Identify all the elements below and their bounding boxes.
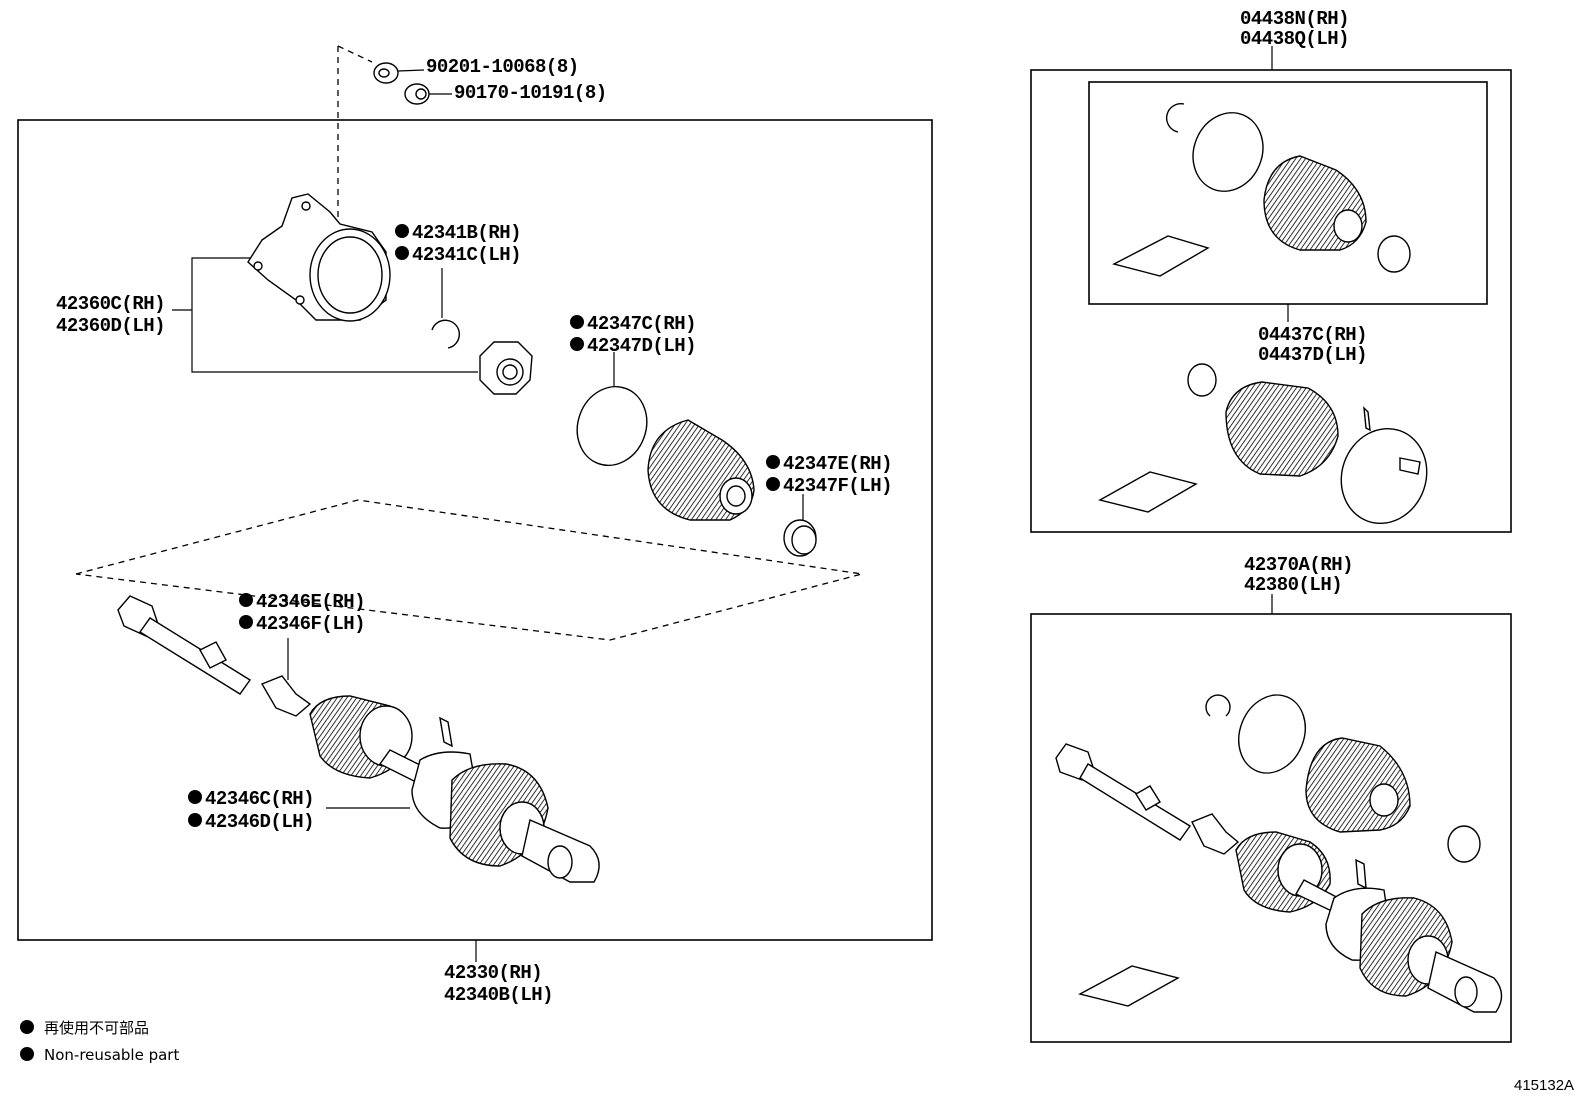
nut-90170-icon [404, 83, 430, 105]
small-clamp-icon [1447, 825, 1481, 863]
drive-shaft-assembly-icon [1055, 743, 1503, 1013]
label-90170-10191: 90170-10191(8) [454, 82, 607, 104]
drive-shaft-icon [117, 595, 600, 883]
inboard-boot-icon [647, 419, 755, 521]
label-42346f: 42346F(LH) [256, 613, 365, 635]
label-42330: 42330(RH) [444, 962, 542, 984]
outboard-boot-icon [1263, 155, 1367, 251]
non-reusable-dot [188, 813, 202, 827]
clamp-band-icon [1340, 427, 1428, 525]
label-42380: 42380(LH) [1244, 574, 1342, 596]
label-90201-10068: 90201-10068(8) [426, 56, 579, 78]
label-42347e: 42347E(RH) [783, 453, 892, 475]
tripod-joint-icon [479, 341, 533, 395]
label-42346c: 42346C(RH) [205, 788, 314, 810]
snap-ring-icon [1166, 102, 1185, 133]
legend-dot [20, 1020, 34, 1034]
grease-packet-icon [1112, 235, 1210, 277]
grease-packet-icon [1098, 471, 1198, 513]
label-42347c: 42347C(RH) [587, 313, 696, 335]
bolt-90201-icon [373, 62, 399, 84]
label-42341b: 42341B(RH) [412, 222, 521, 244]
large-clamp-ring-icon [1192, 112, 1264, 192]
non-reusable-dot [239, 593, 253, 607]
small-clamp-icon [1377, 235, 1411, 273]
outboard-boot-icon [1305, 737, 1411, 833]
inboard-boot-icon [1225, 381, 1339, 477]
non-reusable-dot [570, 337, 584, 351]
legend-dot [20, 1047, 34, 1061]
snap-ring-icon [1205, 694, 1231, 717]
non-reusable-dot [766, 477, 780, 491]
label-42347f: 42347F(LH) [783, 475, 892, 497]
label-42347d: 42347D(LH) [587, 335, 696, 357]
main-assembly-frame [17, 119, 933, 941]
label-42360d: 42360D(LH) [56, 315, 165, 337]
label-04438n: 04438N(RH) [1240, 8, 1349, 30]
non-reusable-dot [188, 790, 202, 804]
label-42346e: 42346E(RH) [256, 591, 365, 613]
label-04438q: 04438Q(LH) [1240, 28, 1349, 50]
label-04437c: 04437C(RH) [1258, 324, 1367, 346]
grease-packet-icon [1078, 965, 1180, 1007]
large-clamp-ring-icon [576, 385, 648, 467]
non-reusable-dot [395, 246, 409, 260]
non-reusable-dot [239, 615, 253, 629]
label-04437d: 04437D(LH) [1258, 344, 1367, 366]
legend-en: Non-reusable part [44, 1046, 179, 1064]
boot-kit-frame [1030, 69, 1512, 533]
outer-housing-icon [247, 193, 391, 322]
small-clamp-icon [783, 519, 817, 557]
label-42341c: 42341C(LH) [412, 244, 521, 266]
small-clamp-icon [1187, 363, 1217, 397]
figure-reference: 415132A [1514, 1077, 1574, 1094]
label-42360c: 42360C(RH) [56, 293, 165, 315]
non-reusable-dot [395, 224, 409, 238]
snap-ring-icon [431, 319, 461, 349]
complete-shaft-frame [1030, 613, 1512, 1043]
legend-jp: 再使用不可部品 [44, 1019, 149, 1037]
label-42340b: 42340B(LH) [444, 984, 553, 1006]
non-reusable-dot [766, 455, 780, 469]
label-42370a: 42370A(RH) [1244, 554, 1353, 576]
non-reusable-dot [570, 315, 584, 329]
label-42346d: 42346D(LH) [205, 811, 314, 833]
large-clamp-ring-icon [1238, 694, 1306, 774]
